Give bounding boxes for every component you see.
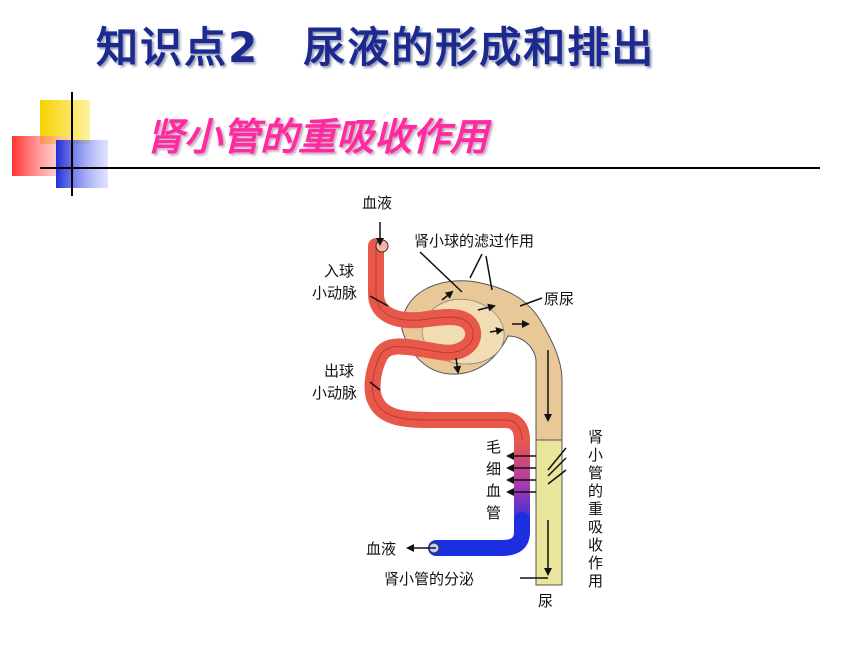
label-reabsorption-4: 的 <box>588 482 603 500</box>
label-efferent-2: 小动脉 <box>312 384 357 402</box>
label-reabsorption-1: 肾 <box>588 428 603 446</box>
blood-vessels <box>364 238 530 556</box>
label-primary-urine: 原尿 <box>544 290 574 308</box>
label-blood-bottom: 血液 <box>366 540 396 558</box>
label-secretion: 肾小管的分泌 <box>384 570 474 588</box>
slide-title: 知识点2 尿液的形成和排出 <box>96 23 656 72</box>
vein <box>428 512 530 556</box>
label-reabsorption-9: 用 <box>588 572 603 590</box>
label-reabsorption-5: 重 <box>588 500 603 518</box>
label-capillary-3: 血 <box>486 482 501 500</box>
label-afferent-1: 入球 <box>324 262 354 280</box>
label-capillary-2: 细 <box>486 460 501 478</box>
label-blood-top: 血液 <box>362 194 392 212</box>
corner-decoration <box>12 92 820 196</box>
label-capillary-1: 毛 <box>486 438 501 456</box>
label-reabsorption-7: 收 <box>588 536 603 554</box>
label-filtration: 肾小球的滤过作用 <box>414 232 534 250</box>
label-reabsorption-8: 作 <box>588 554 603 572</box>
label-afferent-2: 小动脉 <box>312 284 357 302</box>
flow-arrows <box>369 222 567 579</box>
label-capillary-4: 管 <box>486 504 501 522</box>
label-urine: 尿 <box>538 592 553 610</box>
slide-subtitle: 肾小管的重吸收作用 <box>146 115 489 159</box>
label-reabsorption-6: 吸 <box>588 518 603 536</box>
label-efferent-1: 出球 <box>324 362 354 380</box>
label-reabsorption-2: 小 <box>588 446 603 464</box>
label-reabsorption-3: 管 <box>588 464 603 482</box>
